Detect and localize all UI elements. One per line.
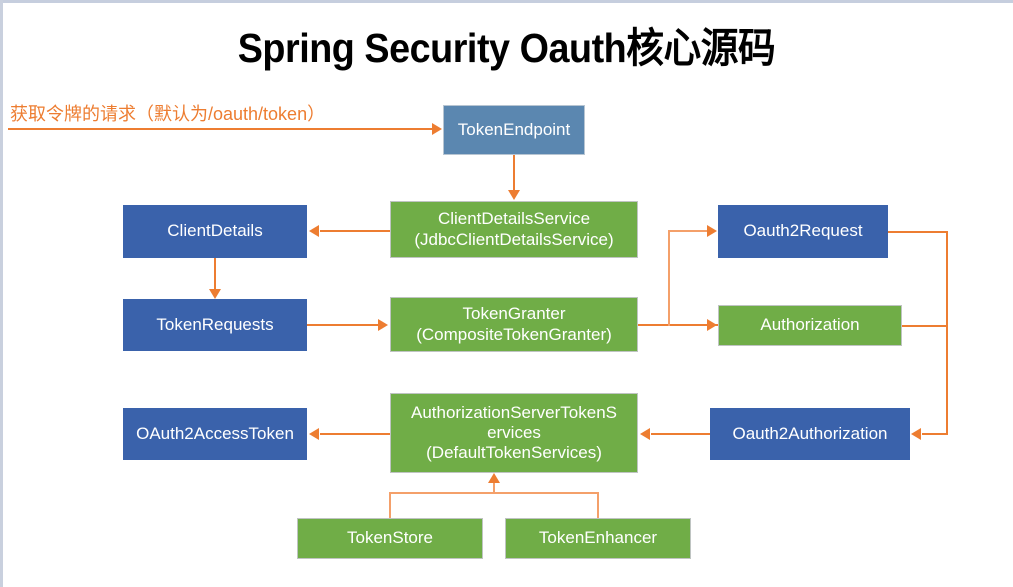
node-oauth2-authorization[interactable]: Oauth2Authorization (710, 408, 910, 460)
edge-tokenendpoint-to-clientdetailsservice-line (513, 155, 515, 191)
slide-left-edge (0, 0, 3, 587)
edge-tokengranter-to-authorization-arrowhead (707, 319, 717, 331)
node-client-details-service-line2: (JdbcClientDetailsService) (414, 229, 614, 249)
edge-authorization-to-right-trunk (902, 325, 948, 327)
edge-tokenstore-enhancer-bracket (389, 492, 599, 494)
node-token-requests[interactable]: TokenRequests (123, 299, 307, 351)
node-authorization-server-token-services-line2: ervices (487, 422, 541, 442)
node-client-details-label: ClientDetails (167, 221, 263, 241)
node-authorization-server-token-services-line1: AuthorizationServerTokenS (410, 402, 617, 422)
edge-request-to-tokenendpoint-line (8, 128, 433, 130)
node-oauth2-access-token-label: OAuth2AccessToken (136, 423, 294, 443)
edge-tokenservices-to-accesstoken-arrowhead (309, 428, 319, 440)
edge-oauth2request-to-right-trunk (888, 231, 948, 233)
edge-bracket-to-tokenservices-arrowhead (488, 473, 500, 483)
edge-clientdetailsservice-to-clientdetails-arrowhead (309, 225, 319, 237)
edge-tokengranter-trunk-horizontal (638, 324, 718, 326)
edge-clientdetailsservice-to-clientdetails-line (320, 230, 390, 232)
edge-tokengranter-to-oauth2request-arrowhead (707, 225, 717, 237)
node-token-store-label: TokenStore (347, 528, 433, 548)
edge-request-to-tokenendpoint-arrowhead (432, 123, 442, 135)
slide-title: Spring Security Oauth核心源码 (237, 25, 776, 71)
edge-tokenstore-riser (389, 492, 391, 518)
node-token-granter[interactable]: TokenGranter (CompositeTokenGranter) (390, 297, 638, 352)
node-authorization[interactable]: Authorization (718, 305, 902, 346)
edge-tokenservices-to-accesstoken-line (320, 433, 390, 435)
edge-oauth2authorization-to-tokenservices-arrowhead (640, 428, 650, 440)
node-token-endpoint[interactable]: TokenEndpoint (443, 105, 585, 155)
node-oauth2-authorization-label: Oauth2Authorization (732, 423, 888, 443)
edge-oauth2authorization-to-tokenservices-line (651, 433, 710, 435)
edge-clientdetails-to-tokenrequests-line (214, 258, 216, 290)
node-authorization-server-token-services-line3: (DefaultTokenServices) (426, 443, 602, 463)
node-authorization-label: Authorization (760, 315, 860, 335)
node-client-details[interactable]: ClientDetails (123, 205, 307, 258)
node-oauth2-access-token[interactable]: OAuth2AccessToken (123, 408, 307, 460)
edge-right-trunk-to-oauth2authorization-line (922, 433, 948, 435)
edge-tokengranter-branch-vertical (668, 230, 670, 326)
node-token-granter-line1: TokenGranter (462, 304, 566, 324)
node-authorization-server-token-services[interactable]: AuthorizationServerTokenS ervices (Defau… (390, 393, 638, 473)
node-token-enhancer[interactable]: TokenEnhancer (505, 518, 691, 559)
edge-clientdetails-to-tokenrequests-arrowhead (209, 289, 221, 299)
request-annotation: 获取令牌的请求（默认为/oauth/token） (10, 104, 326, 124)
node-token-enhancer-label: TokenEnhancer (538, 528, 658, 548)
node-client-details-service[interactable]: ClientDetailsService (JdbcClientDetailsS… (390, 201, 638, 258)
slide-top-edge (0, 0, 1013, 3)
node-token-granter-line2: (CompositeTokenGranter) (416, 324, 612, 344)
edge-tokenrequests-to-tokengranter-arrowhead (378, 319, 388, 331)
edge-right-trunk-to-oauth2authorization-arrowhead (911, 428, 921, 440)
edge-tokenenhancer-riser (597, 492, 599, 518)
edge-tokenrequests-to-tokengranter-line (307, 324, 379, 326)
edge-tokenendpoint-to-clientdetailsservice-arrowhead (508, 190, 520, 200)
node-oauth2-request[interactable]: Oauth2Request (718, 205, 888, 258)
node-client-details-service-line1: ClientDetailsService (437, 209, 591, 229)
node-token-endpoint-label: TokenEndpoint (457, 119, 571, 139)
node-oauth2-request-label: Oauth2Request (743, 221, 863, 241)
edge-bracket-to-tokenservices-line (493, 482, 495, 493)
edge-right-trunk-vertical (946, 231, 948, 434)
edge-tokengranter-to-oauth2request-line (668, 230, 710, 232)
node-token-requests-label: TokenRequests (156, 314, 274, 334)
node-token-store[interactable]: TokenStore (297, 518, 483, 559)
